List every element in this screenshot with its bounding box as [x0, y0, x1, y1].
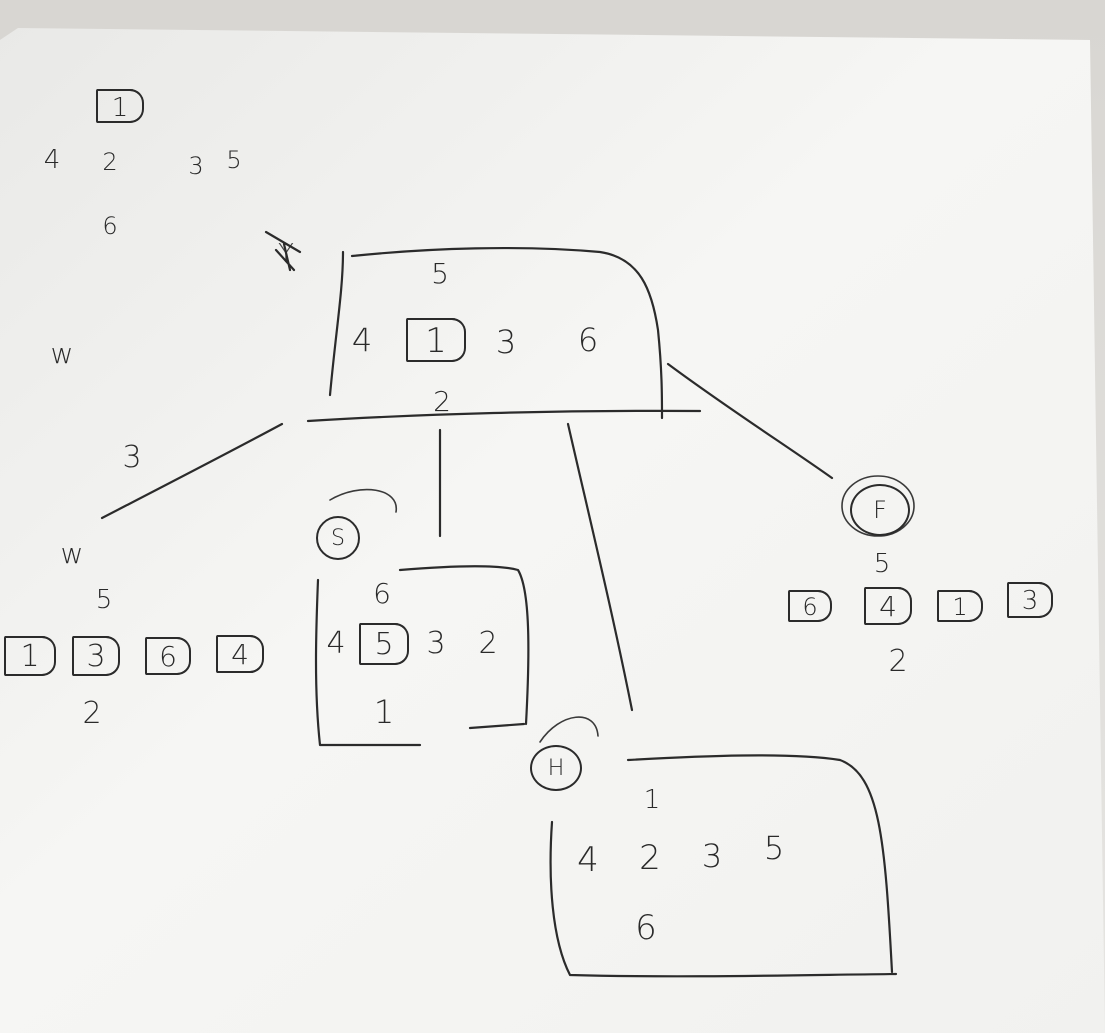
h-top: 1 [643, 785, 661, 815]
f-item-2: 4 [864, 587, 912, 625]
crossed-letter: Y [278, 239, 294, 269]
root-box-top-right-edge [350, 246, 664, 420]
w-item-2-value: 3 [86, 639, 106, 674]
s-top: 6 [373, 577, 391, 610]
f-node-circle: F [850, 484, 910, 536]
root-center-value: 1 [425, 321, 447, 361]
legend-center-value: 1 [111, 93, 129, 123]
s-right-b: 2 [478, 626, 498, 661]
h-left: 4 [577, 840, 599, 880]
f-item-3: 1 [937, 590, 983, 622]
crossed-mark [264, 230, 302, 272]
s-right-a: 3 [426, 626, 446, 661]
s-box-left-bottom [314, 578, 422, 747]
root-center-boxed: 1 [406, 318, 466, 362]
s-node-label: S [331, 525, 345, 551]
edge-root-to-w [100, 422, 284, 520]
w-node-label: w [60, 537, 84, 570]
s-box-bottom-right [468, 722, 526, 730]
s-swirl [329, 488, 397, 513]
legend-right: 3 [188, 152, 204, 180]
s-node-circle: S [316, 516, 360, 560]
edge-root-to-h [566, 422, 634, 712]
s-box-top-right [398, 565, 530, 726]
f-item-4: 3 [1007, 582, 1053, 618]
f-item-4-value: 3 [1021, 586, 1039, 616]
h-node-circle: H [530, 745, 582, 791]
w-item-2: 3 [72, 636, 120, 676]
w-item-1-value: 1 [20, 639, 40, 674]
h-center: 2 [639, 838, 661, 878]
w-side-label: w [50, 337, 74, 370]
w-item-3-value: 6 [159, 640, 177, 673]
h-box-left-bottom [549, 820, 898, 978]
w-item-3: 6 [145, 637, 191, 675]
edge-root-to-f [666, 362, 834, 480]
h-box-top-right [626, 754, 894, 974]
root-left: 4 [351, 321, 373, 359]
legend-center-boxed: 1 [96, 89, 144, 123]
legend-top-right: 2 [102, 148, 118, 176]
f-item-3-value: 1 [952, 593, 968, 621]
root-right-a: 3 [495, 323, 517, 361]
root-box-bottom-line [306, 409, 702, 423]
s-center-value: 5 [374, 627, 394, 662]
w-item-4-value: 4 [231, 638, 249, 671]
h-swirl [539, 716, 599, 743]
root-top: 5 [431, 257, 449, 290]
w-item-4: 4 [216, 635, 264, 673]
legend-far-right: 5 [226, 146, 242, 174]
edge-w-label: 3 [122, 440, 142, 475]
root-box-left-edge [328, 250, 345, 397]
legend-left: 4 [43, 145, 61, 175]
w-item-1: 1 [4, 636, 56, 676]
f-outer-circle [841, 475, 915, 537]
legend-bottom: 6 [102, 212, 118, 240]
f-bottom: 2 [888, 644, 908, 679]
f-item-2-value: 4 [879, 590, 897, 623]
w-bottom: 2 [82, 696, 102, 731]
h-right-a: 3 [701, 837, 723, 875]
f-item-1-value: 6 [802, 593, 818, 621]
f-item-1: 6 [788, 590, 832, 622]
paper-sheet [0, 28, 1105, 1033]
f-node-label: F [873, 496, 887, 524]
h-node-label: H [547, 755, 565, 781]
s-bottom: 1 [373, 693, 395, 731]
h-bottom: 6 [635, 908, 657, 948]
root-right-b: 6 [577, 321, 599, 359]
f-top: 5 [873, 549, 891, 579]
s-left: 4 [326, 626, 346, 661]
h-right-b: 5 [763, 829, 785, 867]
w-top: 5 [95, 585, 113, 615]
root-bottom: 2 [433, 385, 451, 418]
s-center-boxed: 5 [359, 623, 409, 665]
